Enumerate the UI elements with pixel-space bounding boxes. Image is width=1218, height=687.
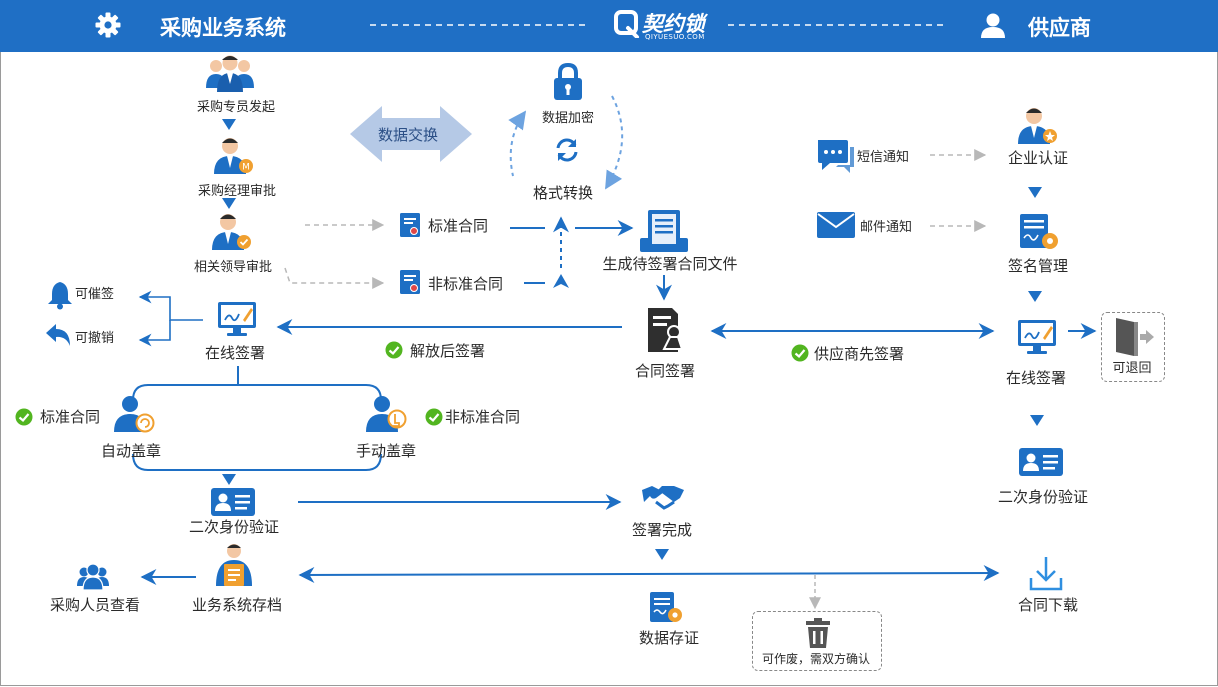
check-icon	[425, 408, 443, 426]
staff-group-icon	[206, 55, 254, 92]
contract-sign-icon	[648, 308, 684, 352]
mail-icon	[817, 212, 855, 238]
check-icon	[15, 408, 33, 426]
header-bar: 采购业务系统 契约锁 QIYUESUO.COM 供应商	[0, 0, 1218, 52]
supplier-title: 供应商	[1028, 16, 1091, 40]
document-icon	[400, 270, 420, 294]
can-revoke-label: 可撤销	[75, 331, 115, 346]
brand-logo-icon	[614, 10, 639, 38]
system-title: 采购业务系统	[160, 16, 286, 40]
enterprise-user-icon	[1018, 108, 1057, 144]
exit-door-icon	[1116, 318, 1154, 356]
manual-seal-condition-label: 非标准合同	[445, 408, 521, 426]
download-label: 合同下载	[1017, 596, 1079, 614]
users-icon	[77, 563, 109, 590]
can-remind-label: 可催签	[75, 287, 115, 302]
release-then-sign-label: 解放后签署	[410, 342, 486, 360]
gear-icon	[95, 12, 121, 38]
manager-icon: M	[214, 138, 253, 174]
sign-manage-label: 签名管理	[1007, 257, 1069, 275]
generate-file-label: 生成待签署合同文件	[602, 255, 738, 273]
data-exchange-label: 数据交换	[378, 126, 439, 144]
leader-approve-label: 相关领导审批	[193, 260, 273, 275]
check-icon	[385, 341, 403, 359]
data-store-label: 数据存证	[638, 629, 700, 647]
id-card-icon	[1019, 448, 1063, 476]
supplier-second-verify-label: 二次身份验证	[997, 488, 1089, 506]
email-label: 邮件通知	[860, 220, 913, 235]
sign-complete-label: 签署完成	[631, 521, 693, 539]
staff-view-label: 采购人员查看	[49, 596, 141, 614]
sms-label: 短信通知	[857, 150, 910, 165]
nonstandard-contract-label: 非标准合同	[428, 275, 504, 293]
contract-sign-label: 合同签署	[634, 362, 696, 380]
bell-icon	[48, 282, 72, 310]
undo-icon	[46, 324, 70, 346]
check-icon	[791, 344, 809, 362]
online-sign-label: 在线签署	[204, 344, 266, 362]
standard-contract-label: 标准合同	[428, 217, 489, 235]
leader-icon	[212, 214, 251, 250]
return-box	[1101, 312, 1165, 382]
download-icon	[1029, 557, 1063, 591]
data-encrypt-label: 数据加密	[541, 111, 595, 126]
chat-icon	[818, 140, 854, 173]
archive-user-icon	[216, 544, 252, 586]
archive-label: 业务系统存档	[191, 596, 283, 614]
manual-seal-label: 手动盖章	[355, 442, 417, 460]
monitor-sign-icon	[1018, 320, 1056, 354]
second-verify-label: 二次身份验证	[188, 518, 280, 536]
void-note-label: 可作废，需双方确认	[761, 652, 871, 666]
auto-seal-condition-label: 标准合同	[40, 408, 101, 426]
lock-icon	[554, 62, 582, 100]
brand-subtitle: QIYUESUO.COM	[645, 33, 705, 41]
void-box	[752, 611, 882, 671]
id-card-icon	[211, 488, 255, 516]
format-convert-label: 格式转换	[532, 184, 594, 202]
refresh-icon	[556, 138, 578, 162]
initiate-label: 采购专员发起	[196, 100, 276, 115]
certificate-icon	[650, 592, 682, 622]
enterprise-auth-label: 企业认证	[1007, 149, 1069, 167]
can-return-label: 可退回	[1112, 361, 1152, 376]
manager-approve-label: 采购经理审批	[197, 184, 277, 199]
document-icon	[400, 213, 420, 237]
trash-icon	[806, 618, 830, 648]
brand-name: 契约锁	[642, 12, 705, 36]
supplier-first-sign-label: 供应商先签署	[814, 345, 905, 363]
auto-seal-icon	[114, 396, 155, 433]
user-icon	[981, 13, 1005, 38]
supplier-online-sign-label: 在线签署	[1005, 369, 1067, 387]
auto-seal-label: 自动盖章	[100, 442, 162, 460]
monitor-sign-icon	[218, 302, 256, 336]
data-exchange-arrow	[350, 106, 472, 162]
svg-text:M: M	[242, 163, 250, 173]
signature-manage-icon	[1020, 214, 1058, 249]
handshake-icon	[642, 486, 684, 510]
document-stack-icon	[640, 210, 688, 252]
manual-seal-icon	[366, 396, 407, 432]
